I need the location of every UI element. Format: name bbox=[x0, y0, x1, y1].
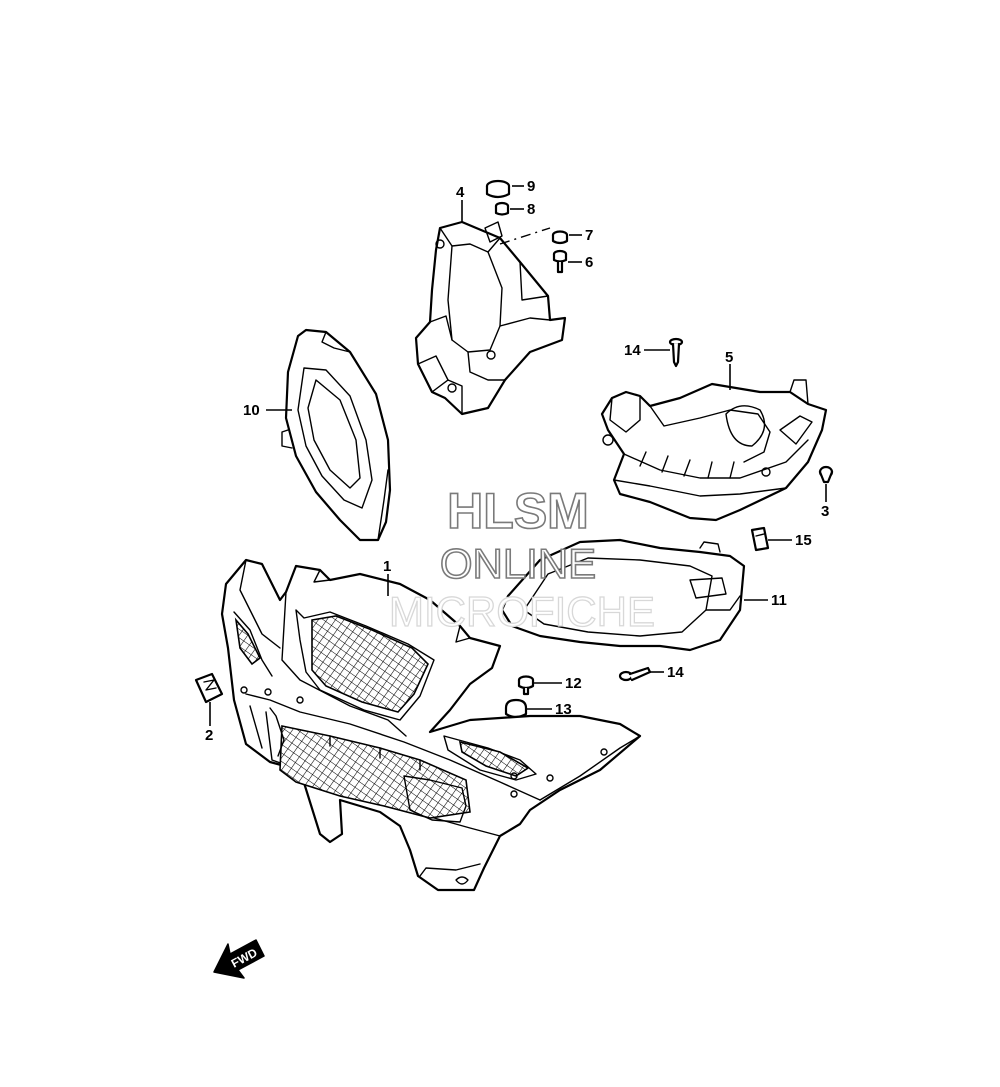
callout-5: 5 bbox=[725, 349, 733, 366]
fastener-7-nut bbox=[551, 230, 569, 245]
callout-14-upper: 14 bbox=[624, 342, 641, 359]
screw-12 bbox=[517, 675, 535, 696]
part-4-headlight-bracket bbox=[414, 220, 567, 416]
grommet-13 bbox=[504, 698, 528, 719]
watermark-line-3: MICROFICHE bbox=[389, 588, 655, 635]
callout-7: 7 bbox=[585, 227, 593, 244]
callout-1: 1 bbox=[383, 558, 391, 575]
callout-15: 15 bbox=[795, 532, 812, 549]
watermark-line-2: ONLINE bbox=[440, 540, 596, 587]
callout-numbers: 1 2 3 4 5 6 7 8 9 10 11 12 13 14 14 15 bbox=[205, 178, 829, 744]
callout-10: 10 bbox=[243, 402, 260, 419]
callout-2: 2 bbox=[205, 727, 213, 744]
part-2-emblem bbox=[194, 672, 224, 704]
callout-9: 9 bbox=[527, 178, 535, 195]
callout-8: 8 bbox=[527, 201, 535, 218]
callout-12: 12 bbox=[565, 675, 582, 692]
callout-3: 3 bbox=[821, 503, 829, 520]
clip-15 bbox=[750, 526, 770, 552]
callout-11: 11 bbox=[771, 592, 787, 609]
watermark-line-1: HLSM bbox=[447, 483, 589, 539]
callout-13: 13 bbox=[555, 701, 572, 718]
part-1-front-fender bbox=[220, 558, 642, 892]
fastener-8-collar bbox=[494, 201, 510, 216]
part-10-headlight-housing bbox=[281, 328, 392, 542]
screw-14-lower bbox=[618, 666, 652, 682]
screw-14-upper bbox=[668, 337, 684, 368]
part-5-mount-tray bbox=[600, 379, 828, 522]
callout-4: 4 bbox=[456, 184, 465, 201]
callout-14-lower: 14 bbox=[667, 664, 684, 681]
leader-lines bbox=[209, 185, 827, 726]
part-11-bezel bbox=[500, 538, 746, 652]
fastener-9-grommet bbox=[485, 179, 511, 199]
fwd-arrow-icon: FWD bbox=[213, 939, 265, 979]
watermark: HLSM ONLINE MICROFICHE bbox=[388, 482, 655, 635]
fastener-6-bolt bbox=[552, 249, 568, 274]
assembly-line bbox=[499, 227, 551, 245]
clip-3 bbox=[818, 465, 834, 484]
callout-6: 6 bbox=[585, 254, 593, 271]
